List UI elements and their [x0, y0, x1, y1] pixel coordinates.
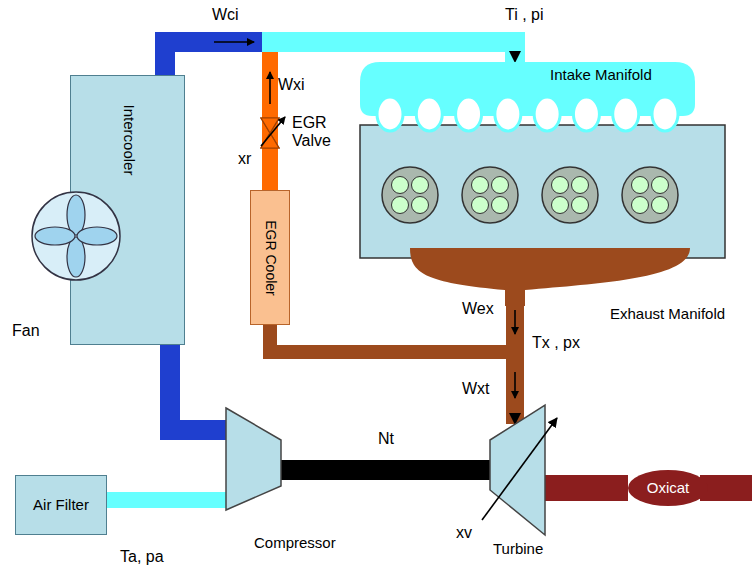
turbine: Turbine: [485, 400, 565, 570]
flow-arrow: [514, 310, 516, 334]
flow-label: Wxi: [278, 76, 305, 94]
flow-label: Wxt: [462, 380, 490, 398]
cylinder: [542, 167, 598, 223]
flow-arrow: [514, 372, 516, 398]
component-label: Intercooler: [120, 105, 137, 176]
cylinder: [382, 167, 438, 223]
flow-label: Wci: [212, 6, 239, 24]
oxicat: Oxicat: [628, 470, 708, 506]
component-label: Oxicat: [647, 479, 690, 496]
component-label: Compressor: [254, 534, 336, 551]
fan-symbol: [32, 192, 120, 280]
component-label: Exhaust Manifold: [610, 305, 725, 322]
component-label: EGR Cooler: [263, 220, 279, 295]
component-label: Turbine: [493, 540, 543, 557]
intercooler: Intercooler: [70, 75, 185, 345]
pipe-connector: [545, 475, 628, 501]
signal-label: Fan: [12, 322, 40, 340]
flow-arrow: [269, 72, 271, 104]
component-label: Air Filter: [33, 496, 89, 513]
pipe-connector: [107, 492, 226, 508]
signal-label: Tx , px: [532, 334, 580, 352]
pipe-connector: [281, 460, 490, 480]
signal-label: Ti , pi: [505, 6, 544, 24]
cylinder: [622, 167, 678, 223]
egr-cooler: EGR Cooler: [250, 190, 290, 325]
pipe-connector: [506, 288, 524, 424]
flow-arrow: [214, 41, 254, 43]
variable-geometry-arrow: [482, 418, 557, 520]
pipe-connector: [170, 345, 226, 430]
signal-label: EGR Valve: [292, 114, 342, 151]
exhaust-manifold: Exhaust Manifold: [405, 248, 745, 328]
cylinder: [462, 167, 518, 223]
intake-manifold: Intake Manifold: [360, 62, 695, 134]
signal-label: Ta, pa: [120, 548, 164, 566]
component-label: Intake Manifold: [550, 66, 652, 83]
compressor: Compressor: [226, 408, 351, 568]
signal-label: Wex: [462, 300, 494, 318]
signal-label: xr: [238, 150, 251, 168]
flow-label: Nt: [378, 430, 394, 448]
signal-label: xv: [456, 524, 472, 542]
egr-valve-symbol: [261, 118, 279, 133]
engine-block: [360, 125, 725, 258]
flow-arrow: [261, 117, 285, 146]
air-filter: Air Filter: [15, 475, 107, 535]
pipe-connector: [270, 288, 515, 352]
